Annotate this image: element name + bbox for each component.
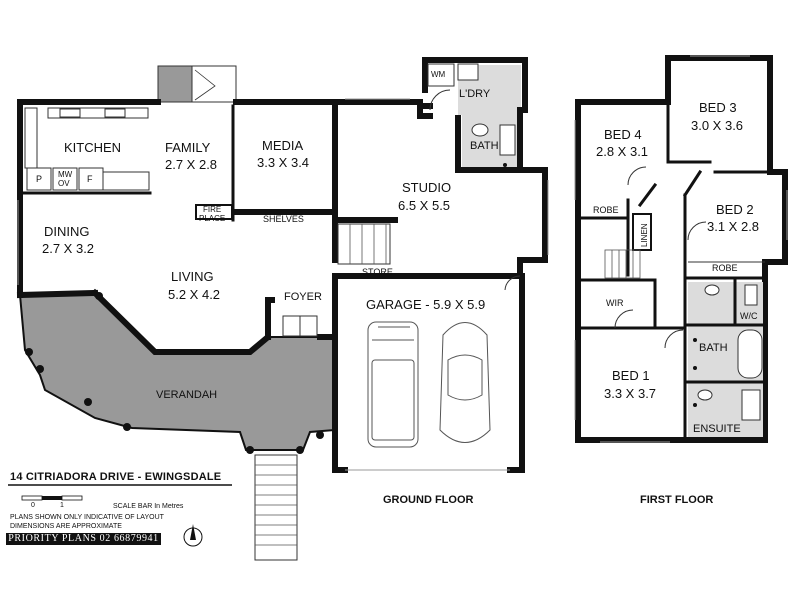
ground-floor-plan <box>16 57 549 561</box>
ground-windows <box>17 98 549 285</box>
brand-banner: PRIORITY PLANS 02 66879941 <box>6 533 161 545</box>
disclaimer-line-2: DIMENSIONS ARE APPROXIMATE <box>10 523 122 530</box>
first-floor-windows <box>574 55 788 443</box>
first-floor-title: FIRST FLOOR <box>640 494 714 506</box>
label-bath-ground: BATH <box>470 140 499 152</box>
label-wm: WM <box>431 70 446 79</box>
room-labels: KITCHEN FAMILY 2.7 X 2.8 MEDIA 3.3 X 3.4… <box>36 70 759 435</box>
label-bed2-dims: 3.1 X 2.8 <box>707 219 759 234</box>
ground-floor-title: GROUND FLOOR <box>383 494 474 506</box>
label-family-dims: 2.7 X 2.8 <box>165 157 217 172</box>
label-robe-bed4: ROBE <box>593 205 619 215</box>
internal-stairs <box>337 223 391 265</box>
north-arrow-icon <box>183 524 203 547</box>
foyer-doors <box>282 315 318 337</box>
garage <box>332 273 525 473</box>
scale-start-label: 0 <box>31 502 35 509</box>
label-studio: STUDIO <box>402 180 451 195</box>
label-kitchen: KITCHEN <box>64 140 121 155</box>
laundry-bath-block <box>422 57 548 173</box>
label-bed3-dims: 3.0 X 3.6 <box>691 118 743 133</box>
label-bed4: BED 4 <box>604 127 642 142</box>
label-linen: LINEN <box>640 223 649 247</box>
label-bed3: BED 3 <box>699 100 737 115</box>
label-pantry: P <box>36 174 42 184</box>
label-bed4-dims: 2.8 X 3.1 <box>596 144 648 159</box>
label-dining-dims: 2.7 X 3.2 <box>42 241 94 256</box>
disclaimer-line-1: PLANS SHOWN ONLY INDICATIVE OF LAYOUT <box>10 514 164 521</box>
label-family: FAMILY <box>165 140 211 155</box>
scale-end-label: 1 <box>60 502 64 509</box>
verandah-posts <box>25 292 324 454</box>
garage-ute <box>367 321 419 448</box>
first-floor-fixtures <box>693 284 763 421</box>
label-studio-dims: 6.5 X 5.5 <box>398 198 450 213</box>
kitchen-benches <box>24 107 150 191</box>
label-laundry: L'DRY <box>459 88 491 100</box>
scale-bar-label: SCALE BAR In Metres <box>113 503 184 510</box>
entry-stairs <box>254 454 298 561</box>
label-fireplace-1: FIRE <box>203 205 221 214</box>
label-foyer: FOYER <box>284 291 322 303</box>
label-shelves: SHELVES <box>263 214 304 224</box>
fireplace <box>195 204 233 220</box>
label-living: LIVING <box>171 269 214 284</box>
garage-car <box>439 322 491 443</box>
back-stairs <box>157 65 237 103</box>
label-bed1: BED 1 <box>612 368 650 383</box>
label-verandah: VERANDAH <box>156 389 217 401</box>
label-living-dims: 5.2 X 4.2 <box>168 287 220 302</box>
first-floor-plan <box>574 55 788 443</box>
property-address: 14 CITRIADORA DRIVE - EWINGSDALE <box>10 471 222 483</box>
label-wc: W/C <box>740 311 758 321</box>
label-bed1-dims: 3.3 X 3.7 <box>604 386 656 401</box>
label-mw-1: MW <box>58 170 73 179</box>
scale-bar <box>21 495 83 501</box>
first-floor-stairs <box>604 249 641 279</box>
label-bath-first: BATH <box>699 342 728 354</box>
label-dining: DINING <box>44 224 90 239</box>
label-media: MEDIA <box>262 138 304 153</box>
label-fridge: F <box>87 174 93 184</box>
label-bed2: BED 2 <box>716 202 754 217</box>
label-ensuite: ENSUITE <box>693 423 741 435</box>
label-garage: GARAGE - 5.9 X 5.9 <box>366 297 485 312</box>
label-fireplace-2: PLACE <box>199 214 225 223</box>
label-store: STORE <box>362 267 393 277</box>
label-wir: WIR <box>606 298 624 308</box>
label-media-dims: 3.3 X 3.4 <box>257 155 309 170</box>
label-robe-bed2: ROBE <box>712 263 738 273</box>
label-mw-2: OV <box>58 179 70 188</box>
